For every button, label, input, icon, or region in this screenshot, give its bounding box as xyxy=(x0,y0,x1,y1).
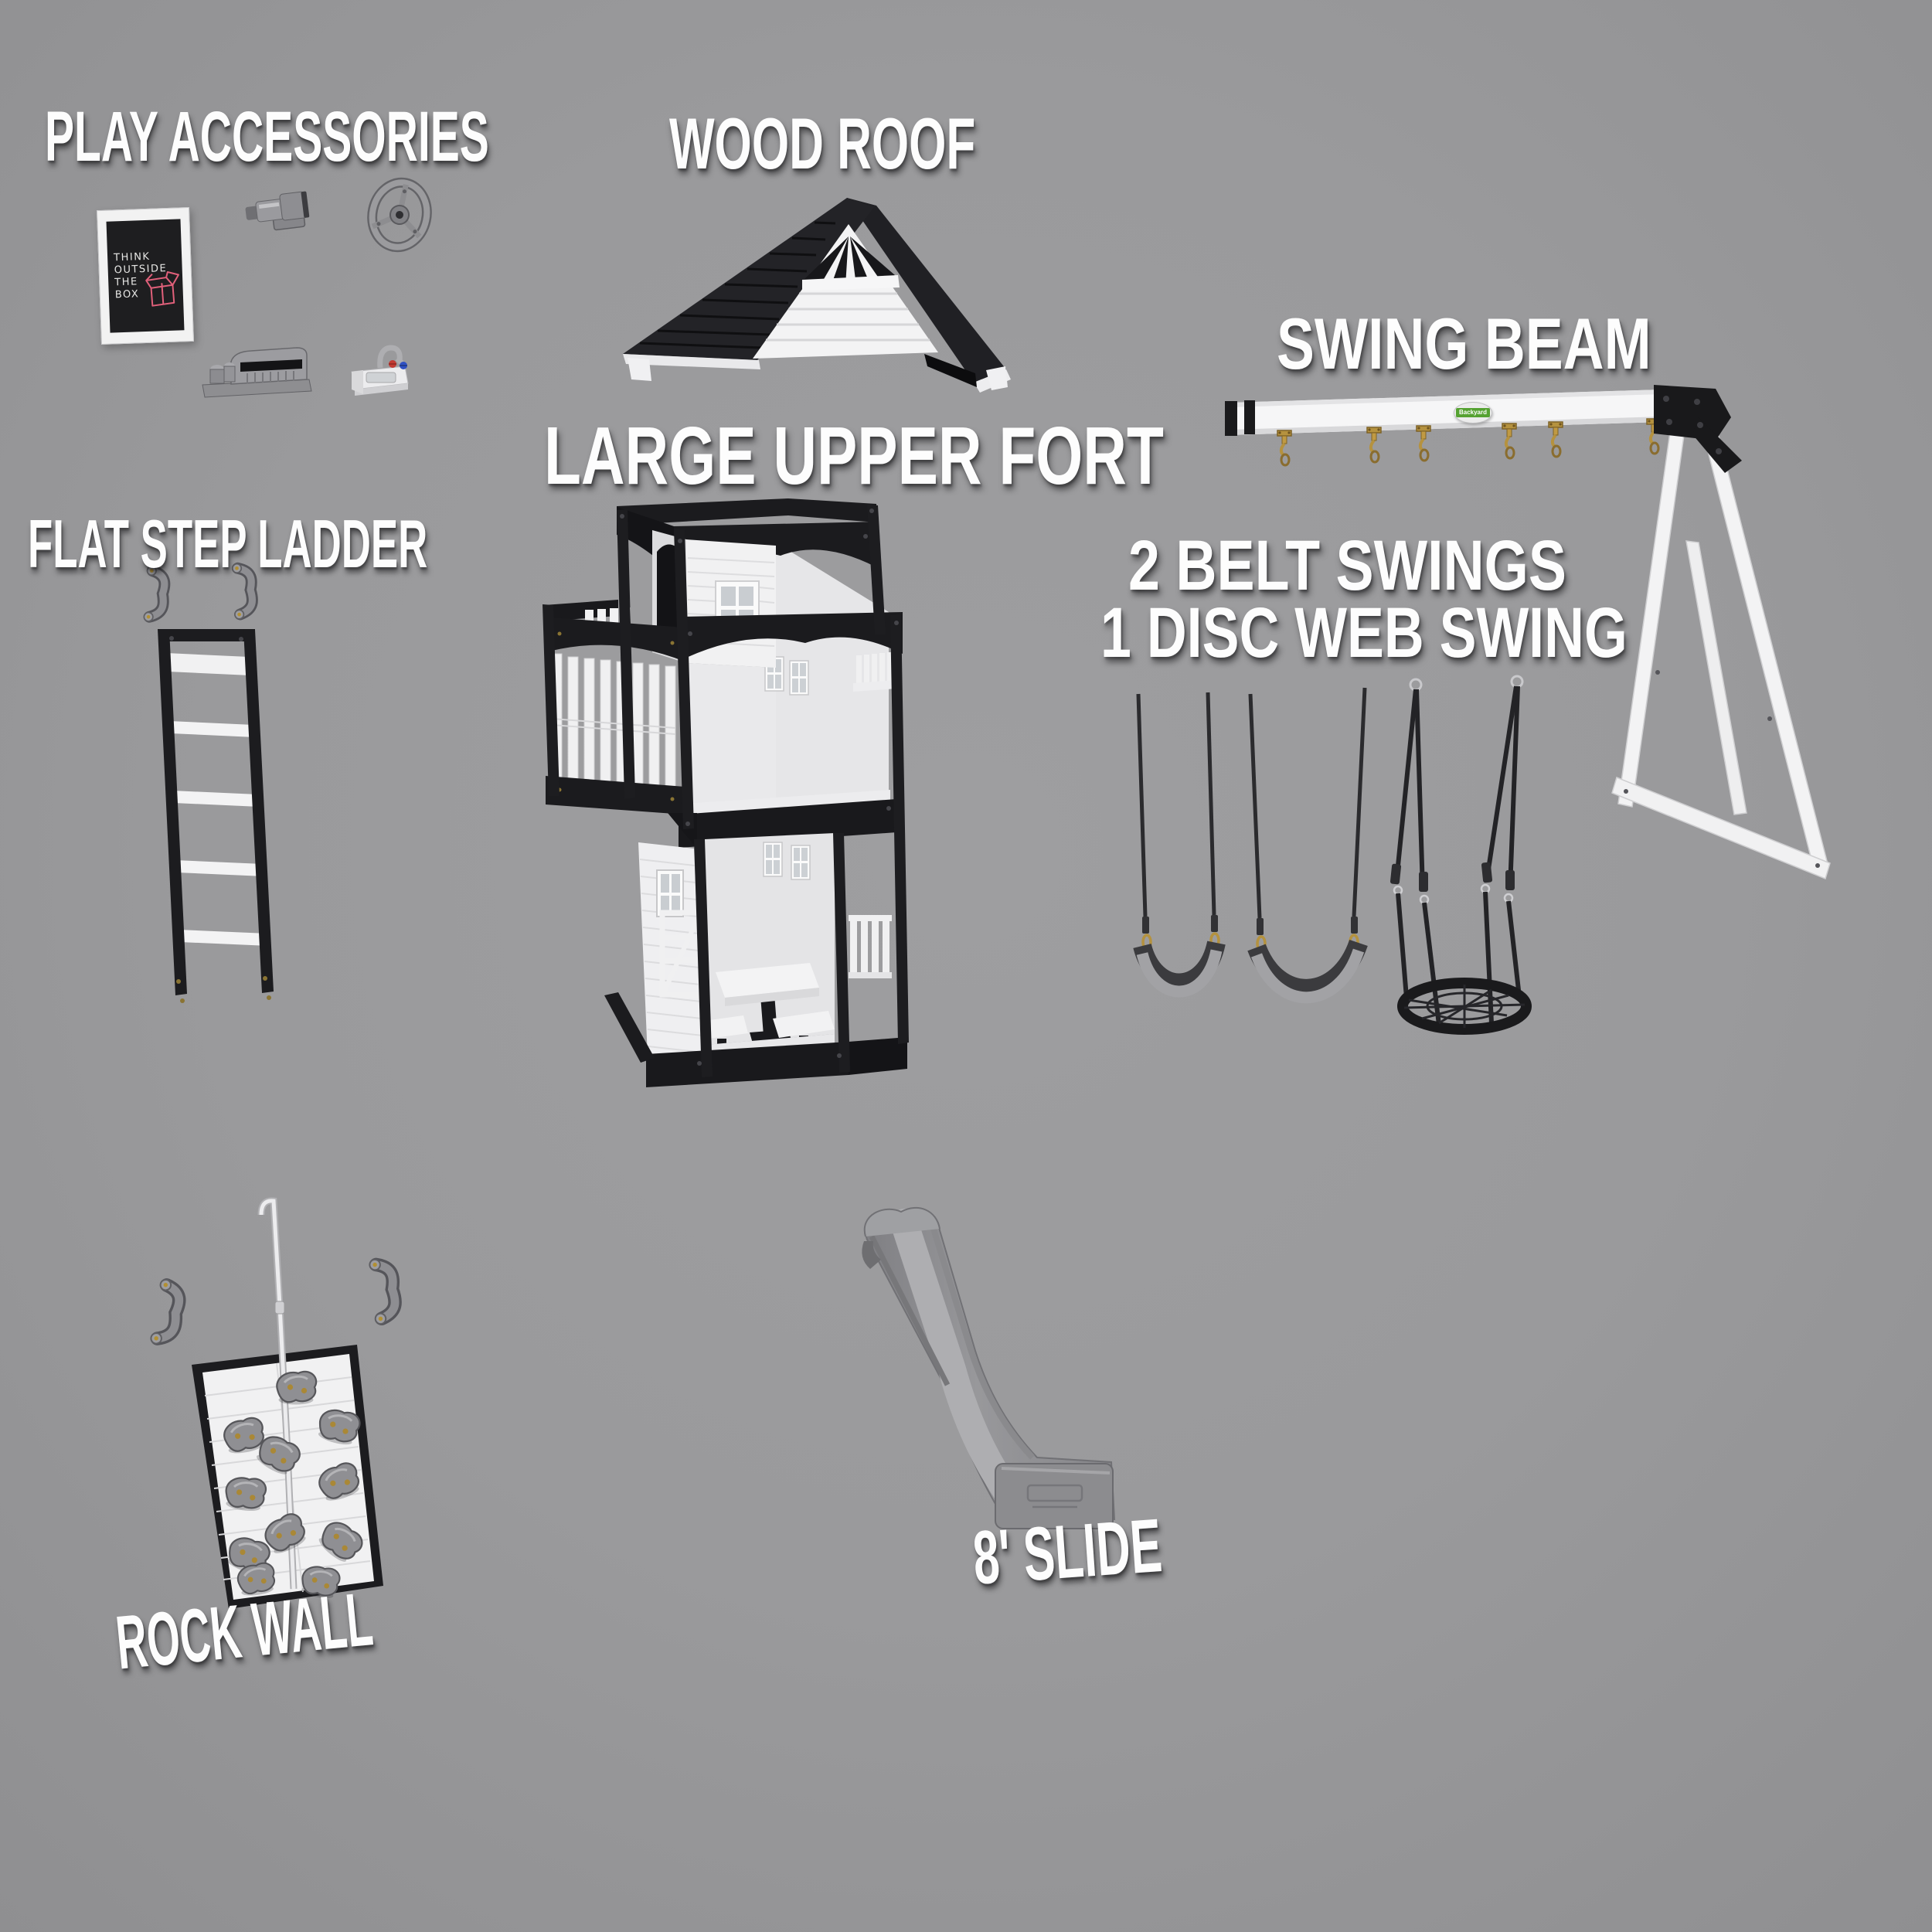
grab-handle-icon xyxy=(369,1258,397,1325)
telescope-icon xyxy=(245,191,310,231)
fort-window xyxy=(763,842,783,877)
swing-hanger-icon xyxy=(1276,429,1293,467)
grab-handle-icon xyxy=(150,1279,182,1346)
brand-logo-text: Backyard xyxy=(1455,408,1491,417)
fort-window xyxy=(656,869,684,917)
label-large-upper-fort: LARGE UPPER FORT xyxy=(544,410,1164,502)
label-belt-swings: 2 BELT SWINGS xyxy=(1128,526,1567,605)
toy-register-icon xyxy=(202,347,312,398)
label-flat-step-ladder: FLAT STEP LADDER xyxy=(28,505,428,582)
brand-logo: Backyard xyxy=(1454,402,1492,423)
disc-web-swing xyxy=(1389,675,1532,1035)
play-accessories-group xyxy=(202,177,432,398)
flat-step-ladder-illustration xyxy=(144,563,274,1003)
label-play-accessories: PLAY ACCESSORIES xyxy=(45,97,489,176)
play-sink-icon xyxy=(351,345,409,396)
swing-hanger-icon xyxy=(1547,420,1564,458)
rock-hold-icon xyxy=(275,1370,318,1406)
fort-window xyxy=(789,660,809,696)
fort-gate-right xyxy=(849,915,892,978)
belt-swing-1 xyxy=(1133,692,1226,998)
label-wood-roof: WOOD ROOF xyxy=(669,103,976,184)
belt-swing-2 xyxy=(1247,687,1368,1004)
wood-roof-illustration xyxy=(623,198,1011,393)
steering-wheel-icon xyxy=(367,177,432,253)
rock-wall-illustration xyxy=(150,1197,397,1609)
chalk-box-sketch-icon xyxy=(145,270,179,307)
swing-hanger-icon xyxy=(1366,426,1383,464)
swing-hanger-icon xyxy=(1415,424,1432,462)
upper-fort-illustration xyxy=(543,498,909,1087)
label-8ft-slide: 8' SLIDE xyxy=(970,1502,1165,1600)
chalkboard-surface: THINK OUTSIDE THE BOX xyxy=(106,219,185,333)
gable-sunburst xyxy=(802,236,900,291)
slide-base xyxy=(995,1463,1114,1529)
label-disc-web-swing: 1 DISC WEB SWING xyxy=(1100,594,1628,672)
swing-beam-illustration xyxy=(1225,385,1831,880)
fort-window xyxy=(791,845,811,880)
chalkboard-icon: THINK OUTSIDE THE BOX xyxy=(97,206,194,345)
swing-hanger-icon xyxy=(1501,422,1518,460)
slide-illustration xyxy=(862,1207,1116,1529)
label-swing-beam: SWING BEAM xyxy=(1277,303,1651,384)
disc-web-seat xyxy=(1397,978,1532,1035)
